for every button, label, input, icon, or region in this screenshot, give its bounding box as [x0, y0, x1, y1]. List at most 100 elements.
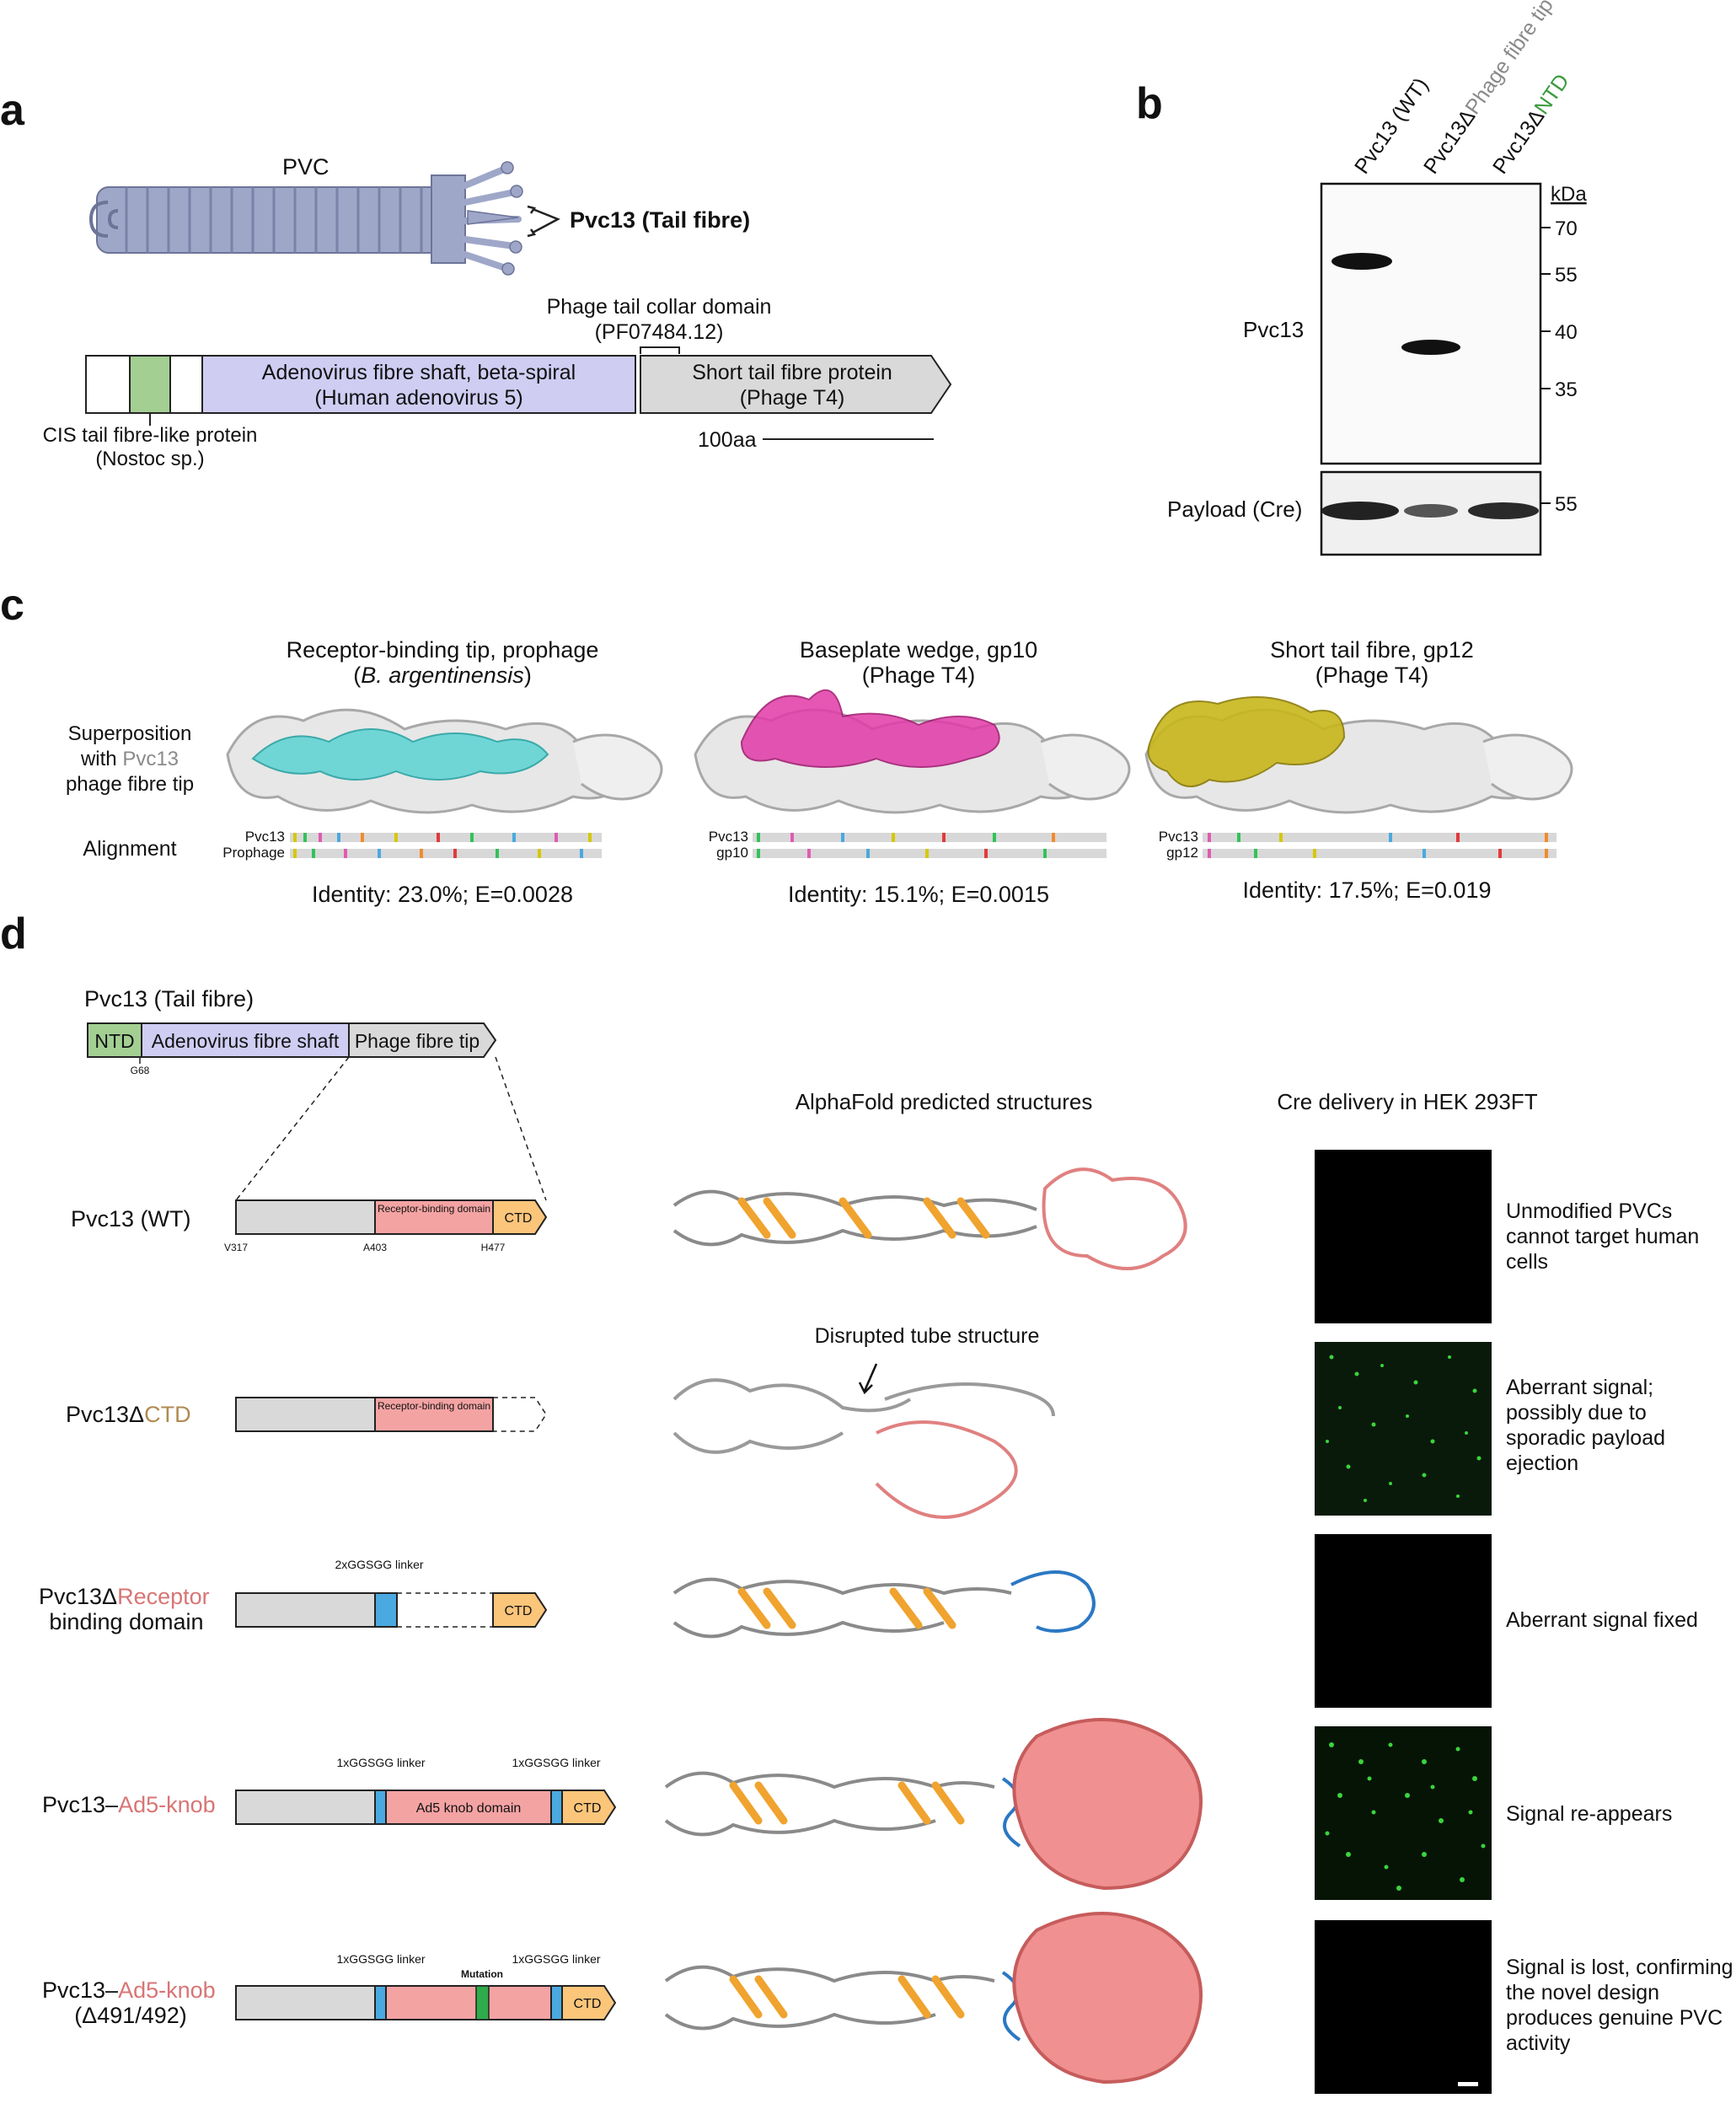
- micrograph-scale-bar: [1458, 2082, 1478, 2086]
- disrupted-label: Disrupted tube structure: [815, 1324, 1040, 1348]
- col-delivery-header: Cre delivery in HEK 293FT: [1277, 1089, 1537, 1114]
- pvc-label: PVC: [282, 154, 330, 180]
- row-ad5-mutant-result-2: the novel design: [1506, 1981, 1659, 2004]
- payload-marker-55: 55: [1555, 493, 1578, 516]
- row-delta-ctd-name: Pvc13ΔCTD: [66, 1402, 191, 1427]
- row-delta-ctd-result-1: Aberrant signal;: [1506, 1376, 1653, 1399]
- row-delta-ctd-signal: [1326, 1355, 1481, 1502]
- row-ad5-mutant-name: Pvc13–Ad5-knob: [42, 1977, 216, 2003]
- a403-label: A403: [363, 1242, 387, 1253]
- row-delta-ctd-result-2: possibly due to: [1506, 1401, 1647, 1425]
- band-payload-ntd: [1468, 502, 1539, 519]
- tip-label: Phage fibre tip: [355, 1030, 480, 1052]
- row-ad5-knob-micrograph: [1315, 1726, 1492, 1900]
- panel-c-letter: c: [0, 581, 24, 630]
- overview-title: Pvc13 (Tail fibre): [84, 986, 254, 1012]
- shaft-domain: [201, 355, 636, 414]
- collar-title: Phage tail collar domain: [547, 295, 772, 319]
- gp12-title: Short tail fibre, gp12: [1270, 637, 1474, 663]
- cis-line2: (Nostoc sp.): [95, 448, 204, 470]
- panel-d: d Pvc13 (Tail fibre) NTD Adenovirus fibr…: [0, 910, 1733, 2094]
- row-wt: Pvc13 (WT) Receptor-binding domain CTD V…: [71, 1150, 1699, 1323]
- row-delta-rbd-name: Pvc13ΔReceptor: [39, 1584, 210, 1609]
- row-delta-rbd-linker: 2xGGSGG linker: [335, 1558, 423, 1571]
- row-pvc13-label: Pvc13: [1243, 317, 1304, 342]
- superposition-line1: Superposition: [68, 722, 192, 745]
- short-tail-domain: [640, 355, 952, 414]
- row-wt-ctd: CTD: [505, 1211, 533, 1226]
- marker-55: 55: [1555, 264, 1578, 287]
- row-delta-ctd: Pvc13ΔCTD Receptor-binding domain Disrup…: [66, 1324, 1665, 1519]
- lane-tip-label: Pvc13ΔPhage fibre tip: [1419, 0, 1558, 178]
- band-delta-tip: [1401, 340, 1460, 355]
- prophage-query-label: Pvc13: [245, 829, 285, 845]
- structure-gp10: Baseplate wedge, gp10 (Phage T4) Pvc13 g…: [694, 637, 1131, 907]
- collar-id: (PF07484.12): [595, 320, 724, 344]
- scale-label: 100aa: [698, 428, 757, 452]
- structure-gp12: Short tail fibre, gp12 (Phage T4) Pvc13 …: [1144, 637, 1573, 903]
- row-ad5-mutant-name-line2: (Δ491/492): [74, 2003, 187, 2028]
- gp12-query-label: Pvc13: [1159, 829, 1198, 845]
- marker-70: 70: [1555, 217, 1578, 240]
- ntd-label: NTD: [94, 1030, 134, 1052]
- cis-line1: CIS tail fibre-like protein: [43, 424, 258, 447]
- h477-label: H477: [481, 1242, 506, 1253]
- blot-pvc13: [1320, 182, 1542, 465]
- gp10-query-label: Pvc13: [709, 829, 748, 845]
- gp10-subtitle: (Phage T4): [862, 663, 976, 688]
- gp10-identity: Identity: 15.1%; E=0.0015: [788, 882, 1049, 907]
- row-ad5-mutant-result-3: produces genuine PVC: [1506, 2006, 1723, 2030]
- row-delta-ctd-result-3: sporadic payload: [1506, 1426, 1665, 1450]
- col-structures-header: AlphaFold predicted structures: [796, 1089, 1093, 1114]
- pvc-illustration: [88, 161, 560, 276]
- collar-bracket: [640, 346, 680, 354]
- row-delta-ctd-rbd: Receptor-binding domain: [378, 1400, 490, 1412]
- row-ad5-knob-domain: Ad5 knob domain: [416, 1801, 522, 1816]
- tip-box: [348, 1022, 497, 1058]
- prophage-title: Receptor-binding tip, prophage: [287, 637, 599, 663]
- shaft-line2: (Human adenovirus 5): [314, 386, 522, 410]
- row-delta-rbd-name-line2: binding domain: [49, 1609, 203, 1634]
- g68-label: G68: [131, 1065, 150, 1076]
- row-ad5-mutant-linker-right: 1xGGSGG linker: [512, 1952, 600, 1966]
- row-wt-micrograph: [1315, 1150, 1492, 1323]
- marker-40: 40: [1555, 321, 1578, 344]
- row-wt-result-2: cannot target human: [1506, 1225, 1699, 1248]
- panel-a-letter: a: [0, 86, 25, 135]
- row-wt-result-3: cells: [1506, 1250, 1548, 1274]
- row-delta-ctd-micrograph: [1315, 1342, 1492, 1516]
- gp10-title: Baseplate wedge, gp10: [800, 637, 1037, 663]
- row-ad5-knob-linker-left: 1xGGSGG linker: [336, 1756, 425, 1769]
- row-ad5-knob-result-1: Signal re-appears: [1506, 1802, 1672, 1826]
- row-ad5-knob-ctd: CTD: [574, 1801, 602, 1816]
- band-payload-tip: [1404, 504, 1458, 518]
- gp10-target-label: gp10: [716, 845, 748, 861]
- v317-label: V317: [224, 1242, 248, 1253]
- shaft-box: [141, 1022, 350, 1058]
- row-wt-result-1: Unmodified PVCs: [1506, 1199, 1672, 1223]
- row-delta-rbd-ctd: CTD: [505, 1604, 533, 1618]
- panel-b-letter: b: [1136, 79, 1163, 128]
- panel-a: a: [0, 86, 952, 470]
- row-ad5-mutant-linker-left: 1xGGSGG linker: [336, 1952, 425, 1966]
- marker-35: 35: [1555, 378, 1578, 401]
- prophage-identity: Identity: 23.0%; E=0.0028: [312, 882, 573, 907]
- prophage-subtitle: (B. argentinensis): [353, 663, 532, 688]
- row-delta-ctd-result-4: ejection: [1506, 1452, 1578, 1475]
- row-ad5-knob-name: Pvc13–Ad5-knob: [42, 1792, 216, 1817]
- band-payload-wt: [1321, 502, 1399, 520]
- row-ad5-knob-linker-right: 1xGGSGG linker: [512, 1756, 600, 1769]
- band-wt: [1331, 253, 1392, 270]
- panel-c: c Superposition with Pvc13 phage fibre t…: [0, 581, 1573, 907]
- row-ad5-mutant-ctd: CTD: [574, 1997, 602, 2011]
- superposition-line3: phage fibre tip: [66, 773, 194, 796]
- row-ad5-mutant-result-1: Signal is lost, confirming: [1506, 1956, 1733, 1979]
- row-delta-rbd-result-1: Aberrant signal fixed: [1506, 1608, 1698, 1632]
- row-wt-rbd: Receptor-binding domain: [378, 1203, 490, 1215]
- row-delta-rbd-micrograph: [1315, 1534, 1492, 1708]
- gp12-subtitle: (Phage T4): [1315, 663, 1429, 688]
- short-line2: (Phage T4): [740, 386, 845, 410]
- row-ad5-mutant-mutation: Mutation: [461, 1968, 503, 1980]
- row-wt-name: Pvc13 (WT): [71, 1206, 191, 1232]
